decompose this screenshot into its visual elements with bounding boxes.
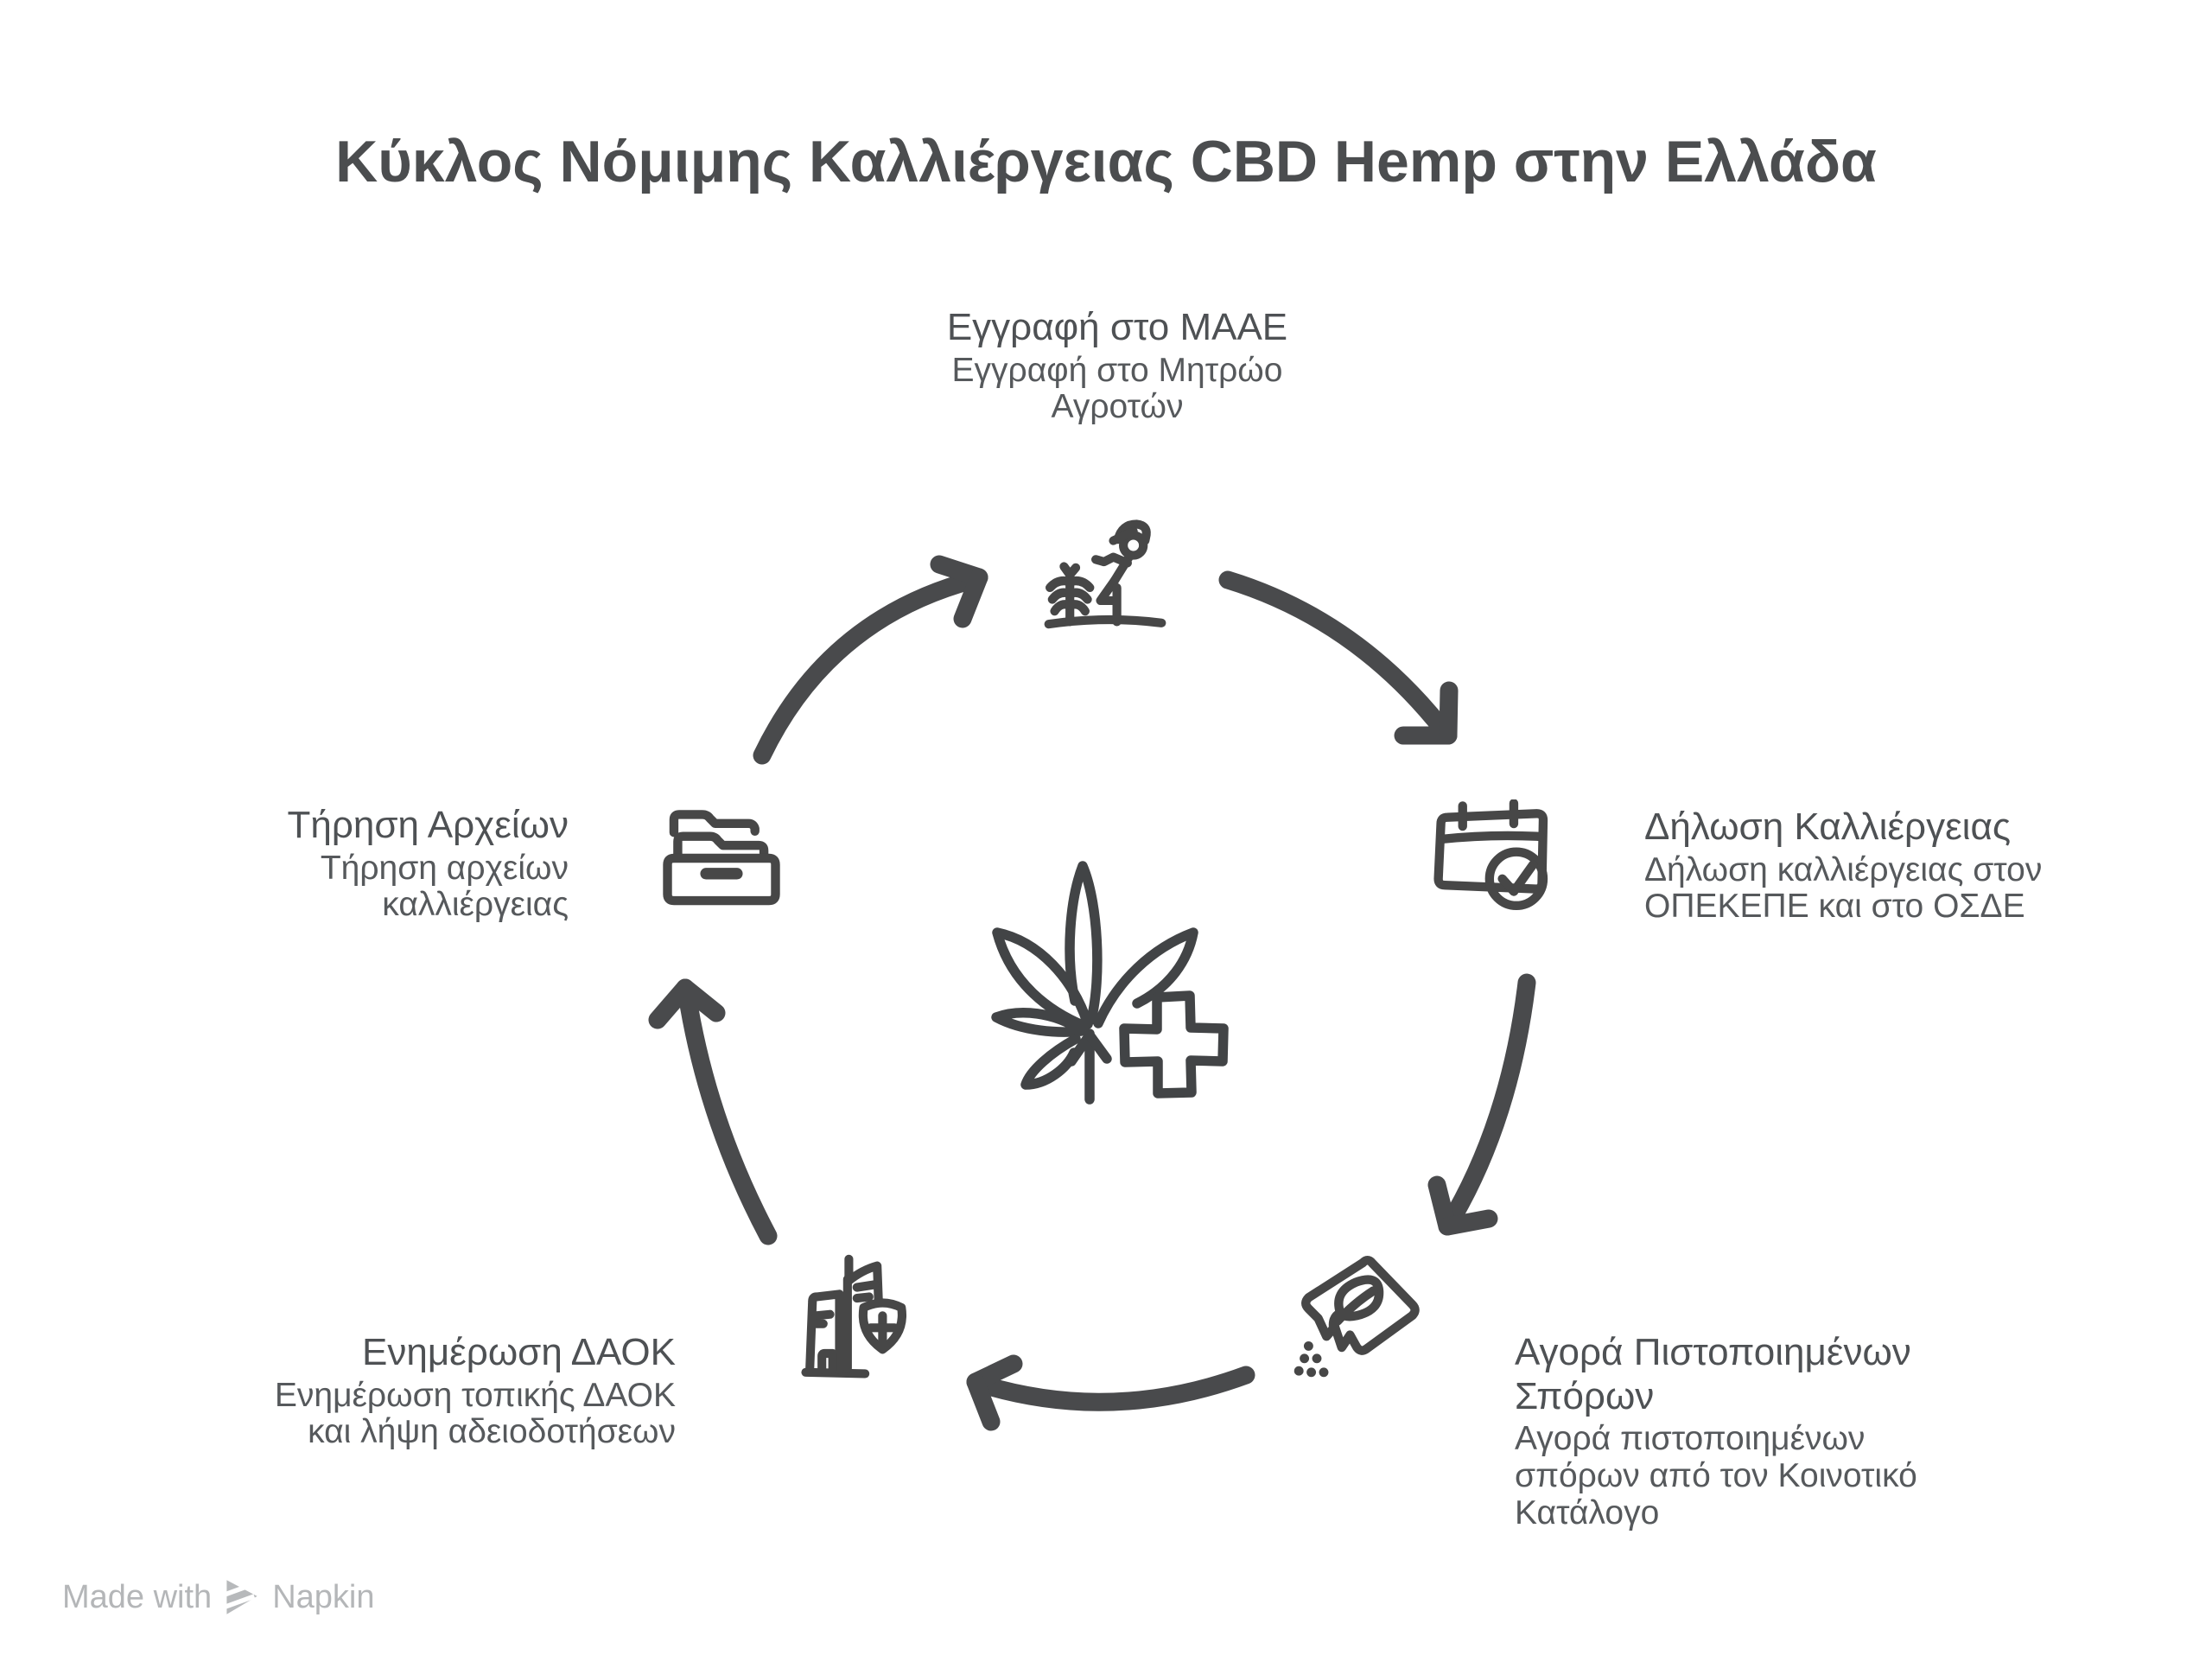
step-title: Ενημέρωση ΔΑΟΚ bbox=[362, 1331, 676, 1373]
building-medical-shield-icon bbox=[801, 1254, 906, 1379]
step-description: Τήρηση αρχείων καλλιέργειας bbox=[320, 849, 569, 924]
arrow-right-to-bottom-right-icon bbox=[1427, 973, 1536, 1236]
archive-folders-icon bbox=[663, 810, 780, 906]
seed-packet-icon bbox=[1294, 1256, 1420, 1378]
step-description: Εγγραφή στο Μητρώο Αγροτών bbox=[951, 351, 1283, 426]
step-title: Αγορά Πιστοποιημένων Σπόρων bbox=[1515, 1331, 1911, 1417]
arrow-left-to-top-icon bbox=[753, 555, 988, 765]
arrow-bottom-right-to-bottom-left-icon bbox=[966, 1354, 1255, 1431]
hemp-leaf-medical-cross-icon bbox=[991, 861, 1229, 1105]
step-title: Εγγραφή στο ΜΑΑΕ bbox=[946, 306, 1288, 348]
step-description: Ενημέρωση τοπικής ΔΑΟΚ και λήψη αδειοδοτ… bbox=[274, 1376, 676, 1451]
watermark-brand: Napkin bbox=[272, 1578, 375, 1615]
farmer-planting-icon bbox=[1044, 519, 1166, 629]
step-title: Δήλωση Καλλιέργειας bbox=[1644, 806, 2012, 848]
arrow-top-to-right-icon bbox=[1218, 570, 1459, 745]
step-description: Δήλωση καλλιέργειας στον ΟΠΕΚΕΠΕ και στο… bbox=[1644, 850, 2043, 926]
step-title: Τήρηση Αρχείων bbox=[287, 804, 569, 846]
watermark: Made with Napkin bbox=[62, 1578, 375, 1616]
calendar-check-icon bbox=[1433, 799, 1548, 911]
napkin-logo-icon bbox=[225, 1580, 257, 1614]
watermark-prefix: Made with bbox=[62, 1578, 213, 1615]
arrow-bottom-left-to-left-icon bbox=[648, 978, 778, 1245]
diagram-title: Κύκλος Νόμιμης Καλλιέργειας CBD Hemp στη… bbox=[335, 129, 1877, 194]
step-description: Αγορά πιστοποιημένων σπόρων από τον Κοιν… bbox=[1515, 1420, 1917, 1531]
